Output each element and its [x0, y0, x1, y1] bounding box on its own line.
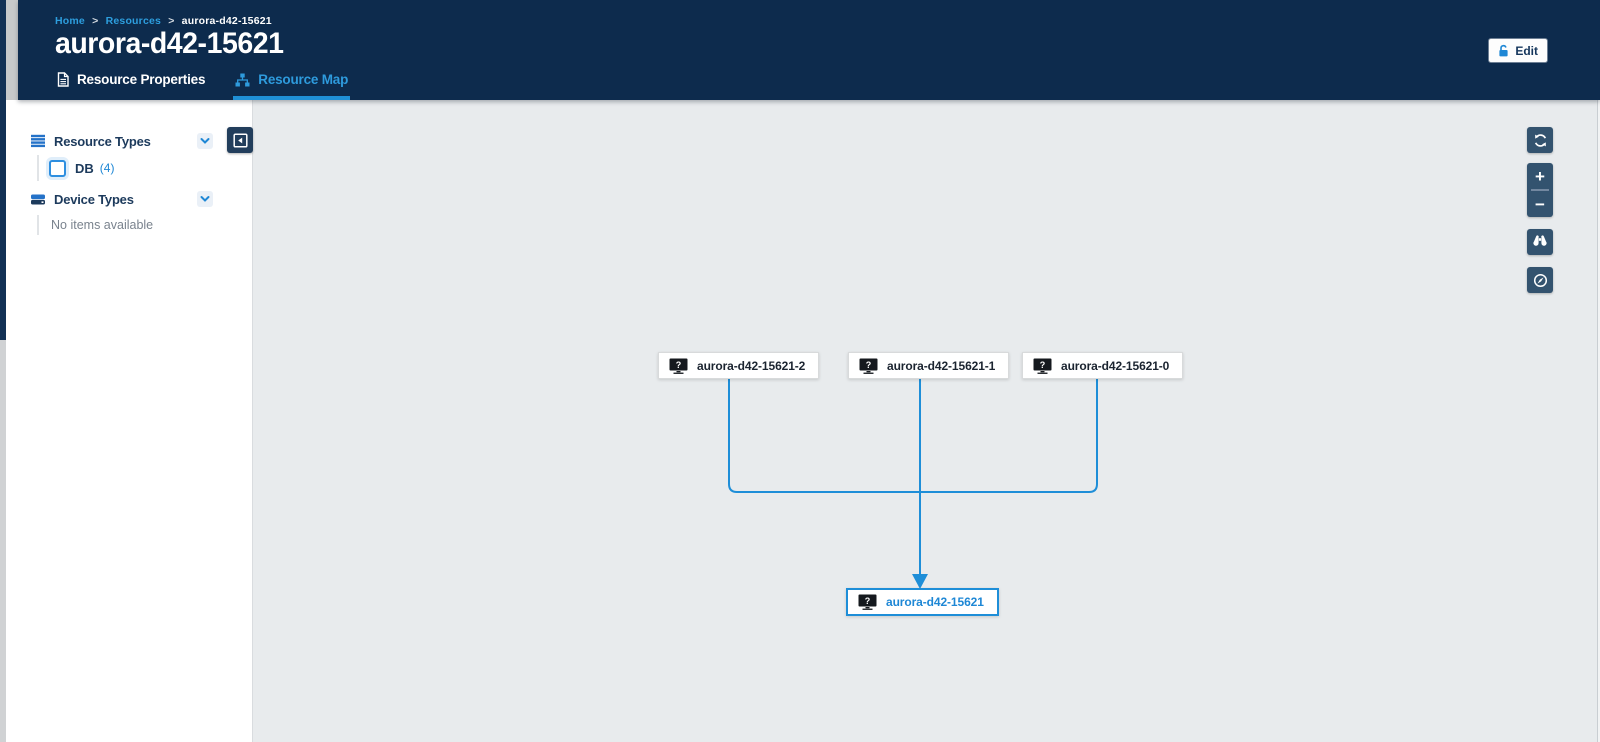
- devices-icon: [30, 193, 46, 206]
- map-toolbar: + −: [1527, 127, 1553, 293]
- divider: [1531, 189, 1549, 191]
- resource-map-canvas[interactable]: ? aurora-d42-15621-2 ? aurora-d42-15621-…: [253, 100, 1597, 742]
- filter-sidebar: Resource Types DB (4) Dev: [6, 100, 253, 742]
- db-checkbox[interactable]: [49, 159, 66, 177]
- edit-button[interactable]: Edit: [1489, 39, 1547, 62]
- sidebar-collapse-button[interactable]: [227, 127, 253, 153]
- page-title: aurora-d42-15621: [55, 27, 284, 60]
- page-header: Home > Resources > aurora-d42-15621 auro…: [18, 0, 1600, 100]
- tab-resource-properties[interactable]: Resource Properties: [55, 72, 207, 100]
- overview-button[interactable]: [1527, 229, 1553, 255]
- svg-text:?: ?: [866, 359, 871, 369]
- zoom-in-button[interactable]: +: [1535, 166, 1545, 186]
- device-types-collapse-toggle[interactable]: [197, 191, 213, 207]
- zoom-out-button[interactable]: −: [1535, 194, 1545, 214]
- list-icon: [30, 134, 46, 148]
- sidebar-section-resource-types[interactable]: Resource Types: [6, 131, 252, 151]
- binoculars-icon: [1533, 235, 1547, 246]
- breadcrumb-separator: >: [168, 15, 175, 27]
- tab-label: Resource Map: [258, 72, 349, 87]
- document-icon: [57, 72, 69, 87]
- unlock-icon: [1498, 44, 1509, 57]
- map-node-aurora-0[interactable]: ? aurora-d42-15621-0: [1022, 352, 1184, 379]
- tab-resource-map[interactable]: Resource Map: [233, 72, 351, 100]
- breadcrumb-separator: >: [92, 15, 99, 27]
- sidebar-section-device-types[interactable]: Device Types: [6, 189, 252, 209]
- edit-button-label: Edit: [1515, 43, 1538, 58]
- map-node-root[interactable]: ? aurora-d42-15621: [846, 588, 999, 616]
- refresh-button[interactable]: [1527, 127, 1553, 153]
- unknown-device-icon: ?: [858, 594, 877, 610]
- node-label: aurora-d42-15621-2: [697, 358, 806, 373]
- db-count-badge: (4): [99, 161, 115, 175]
- window-edge-right: [1597, 100, 1600, 742]
- section-label: Device Types: [54, 191, 134, 207]
- window-edge-bottom: [0, 340, 6, 742]
- breadcrumb-home[interactable]: Home: [55, 15, 85, 27]
- resource-types-tree: DB (4): [37, 155, 252, 181]
- section-label: Resource Types: [54, 133, 151, 149]
- navigate-button[interactable]: [1527, 267, 1553, 293]
- zoom-control: + −: [1527, 163, 1553, 217]
- node-label: aurora-d42-15621-1: [887, 358, 996, 373]
- collapse-panel-icon: [232, 132, 248, 148]
- db-label: DB: [75, 160, 94, 176]
- tab-bar: Resource Properties Resource Map: [55, 72, 351, 100]
- breadcrumb-current: aurora-d42-15621: [181, 15, 272, 27]
- chevron-down-icon: [200, 196, 210, 202]
- node-label: aurora-d42-15621-0: [1061, 358, 1170, 373]
- node-label: aurora-d42-15621: [886, 595, 984, 609]
- device-types-tree: No items available: [37, 215, 252, 235]
- svg-text:?: ?: [1040, 359, 1045, 369]
- unknown-device-icon: ?: [669, 358, 688, 374]
- svg-text:?: ?: [865, 596, 870, 606]
- unknown-device-icon: ?: [1033, 358, 1052, 374]
- unknown-device-icon: ?: [859, 358, 878, 374]
- arrowhead-icon: [912, 574, 928, 589]
- tree-item-db[interactable]: DB (4): [49, 155, 252, 181]
- map-node-aurora-2[interactable]: ? aurora-d42-15621-2: [658, 352, 820, 379]
- svg-text:?: ?: [676, 359, 681, 369]
- resource-types-collapse-toggle[interactable]: [197, 133, 213, 149]
- breadcrumb-resources[interactable]: Resources: [105, 15, 162, 27]
- sitemap-icon: [235, 73, 250, 87]
- empty-state-text: No items available: [51, 218, 154, 232]
- connector-lines: [728, 379, 1098, 589]
- breadcrumb: Home > Resources > aurora-d42-15621: [55, 15, 272, 27]
- tab-label: Resource Properties: [77, 72, 206, 87]
- compass-icon: [1533, 273, 1547, 287]
- chevron-down-icon: [200, 138, 210, 144]
- window-edge-top: [0, 0, 6, 340]
- refresh-icon: [1534, 133, 1546, 147]
- window-corner-notch: [6, 0, 18, 102]
- map-node-aurora-1[interactable]: ? aurora-d42-15621-1: [848, 352, 1010, 379]
